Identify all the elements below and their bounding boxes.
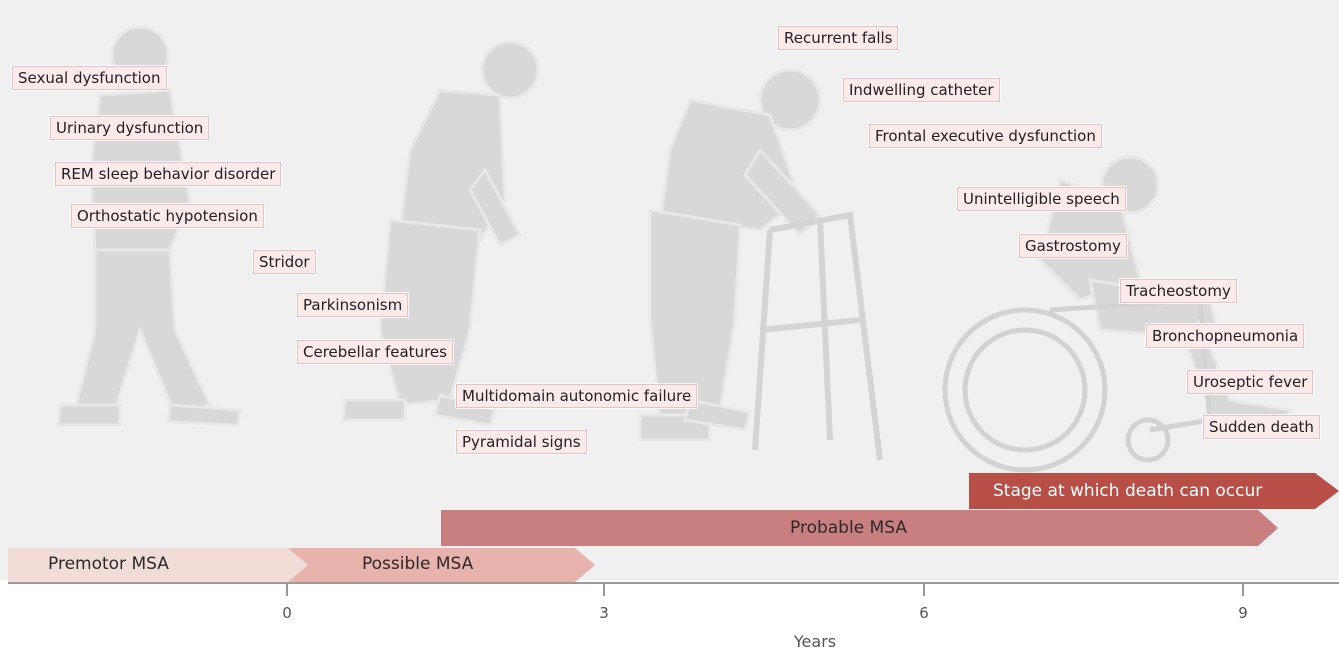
possible-msa-label: Possible MSA bbox=[362, 554, 474, 574]
tick-label-9: 9 bbox=[1238, 604, 1248, 622]
probable-msa-arrow bbox=[441, 510, 1278, 546]
symptom-indwelling-catheter: Indwelling catheter bbox=[843, 78, 1000, 102]
symptom-frontal-executive-dysfunction: Frontal executive dysfunction bbox=[869, 124, 1102, 148]
symptom-rem-sleep-behavior-disorder: REM sleep behavior disorder bbox=[55, 162, 282, 186]
symptom-multidomain-autonomic-failure: Multidomain autonomic failure bbox=[456, 384, 698, 408]
symptom-parkinsonism: Parkinsonism bbox=[297, 293, 409, 317]
symptom-uroseptic-fever: Uroseptic fever bbox=[1187, 370, 1314, 394]
tick-label-6: 6 bbox=[919, 604, 929, 622]
tick-label-3: 3 bbox=[599, 604, 609, 622]
symptom-sexual-dysfunction: Sexual dysfunction bbox=[12, 66, 167, 90]
probable-msa-label: Probable MSA bbox=[790, 518, 907, 538]
symptom-gastrostomy: Gastrostomy bbox=[1019, 234, 1127, 258]
axis-title: Years bbox=[793, 632, 837, 651]
symptom-tracheostomy: Tracheostomy bbox=[1120, 279, 1237, 303]
symptom-cerebellar-features: Cerebellar features bbox=[297, 340, 453, 364]
walker-frame bbox=[752, 211, 883, 461]
tick-label-0: 0 bbox=[282, 604, 292, 622]
premotor-msa-arrow bbox=[8, 548, 308, 582]
person-with-walker-figure bbox=[638, 68, 823, 442]
symptom-bronchopneumonia: Bronchopneumonia bbox=[1146, 324, 1305, 348]
symptom-stridor: Stridor bbox=[253, 250, 316, 274]
death-stage-arrow bbox=[969, 473, 1339, 509]
possible-msa-arrow bbox=[288, 548, 595, 582]
symptom-unintelligible-speech: Unintelligible speech bbox=[957, 187, 1126, 211]
symptom-sudden-death: Sudden death bbox=[1203, 415, 1320, 439]
symptom-pyramidal-signs: Pyramidal signs bbox=[456, 430, 587, 454]
wheelchair-frame bbox=[942, 297, 1213, 473]
symptom-recurrent-falls: Recurrent falls bbox=[778, 26, 899, 50]
symptom-orthostatic-hypotension: Orthostatic hypotension bbox=[71, 204, 264, 228]
death-stage-label: Stage at which death can occur bbox=[993, 481, 1263, 501]
symptom-urinary-dysfunction: Urinary dysfunction bbox=[50, 116, 210, 140]
years-axis bbox=[8, 582, 1339, 596]
premotor-msa-label: Premotor MSA bbox=[48, 554, 169, 574]
